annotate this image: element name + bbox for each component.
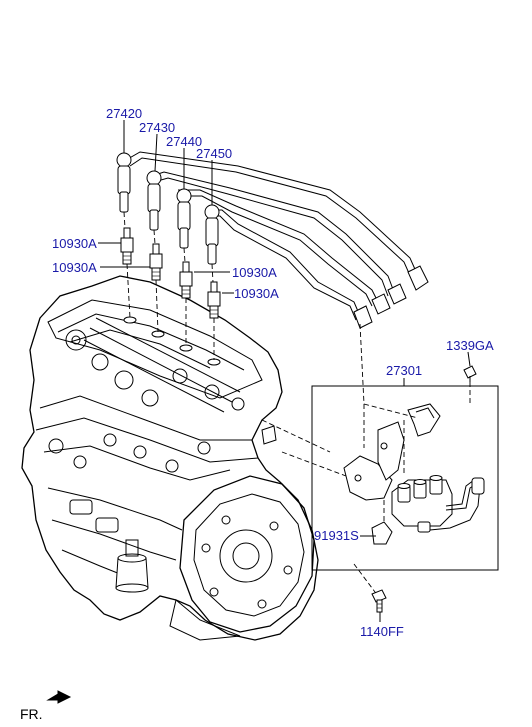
- label-27440: 27440: [166, 134, 202, 149]
- cable-boot-1: [116, 152, 132, 213]
- ignition-coil-assembly: [311, 385, 499, 571]
- label-27430: 27430: [139, 120, 175, 135]
- label-1140ff: 1140FF: [360, 624, 404, 639]
- label-27450: 27450: [196, 146, 232, 161]
- label-1339ga: 1339GA: [446, 338, 494, 353]
- label-91931s: 91931S: [314, 528, 359, 543]
- cable-boot-2: [146, 170, 162, 231]
- front-arrow-icon: [46, 690, 72, 704]
- cable-boot-4: [204, 204, 220, 265]
- label-10930a-3: 10930A: [232, 265, 277, 280]
- spark-plug-3: [179, 261, 193, 299]
- spark-plug-1: [120, 227, 134, 265]
- cable-boot-3: [176, 188, 192, 249]
- label-10930a-2: 10930A: [52, 260, 97, 275]
- assembly-guides: [261, 323, 471, 597]
- engine-block: [21, 275, 319, 641]
- front-direction-label: FR.: [20, 706, 43, 722]
- plug-install-guides: [123, 211, 215, 360]
- label-27301: 27301: [386, 363, 422, 378]
- spark-plug-2: [149, 243, 163, 281]
- bolt-1339ga: [463, 365, 477, 382]
- ignition-cable-set: [116, 151, 429, 329]
- spark-plug-4: [207, 281, 221, 319]
- label-10930a-4: 10930A: [234, 286, 279, 301]
- label-10930a-1: 10930A: [52, 236, 97, 251]
- label-27420: 27420: [106, 106, 142, 121]
- bolt-1140ff: [371, 589, 387, 613]
- leader-lines: [98, 120, 471, 622]
